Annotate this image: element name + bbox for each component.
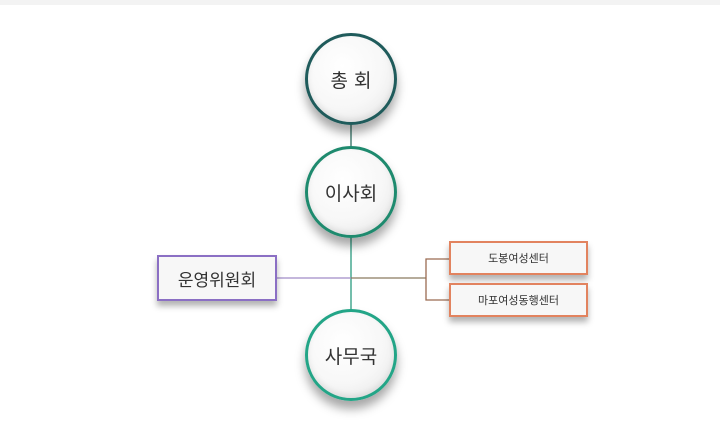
top-strip bbox=[0, 0, 720, 5]
steering-committee-label: 운영위원회 bbox=[177, 270, 257, 291]
general-assembly-label: 총 회 bbox=[330, 69, 372, 92]
dobong-center-label: 도봉여성센터 bbox=[488, 252, 549, 265]
board-node: 이사회 bbox=[305, 146, 397, 238]
mapo-center-box: 마포여성동행센터 bbox=[449, 283, 588, 317]
general-assembly-node: 총 회 bbox=[305, 33, 397, 125]
secretariat-node: 사무국 bbox=[305, 309, 397, 401]
connector-centers-bracket bbox=[425, 258, 449, 301]
secretariat-label: 사무국 bbox=[324, 345, 378, 368]
steering-committee-box: 운영위원회 bbox=[157, 255, 277, 301]
mapo-center-label: 마포여성동행센터 bbox=[478, 294, 559, 307]
dobong-center-box: 도봉여성센터 bbox=[449, 241, 588, 275]
board-label: 이사회 bbox=[324, 182, 378, 205]
